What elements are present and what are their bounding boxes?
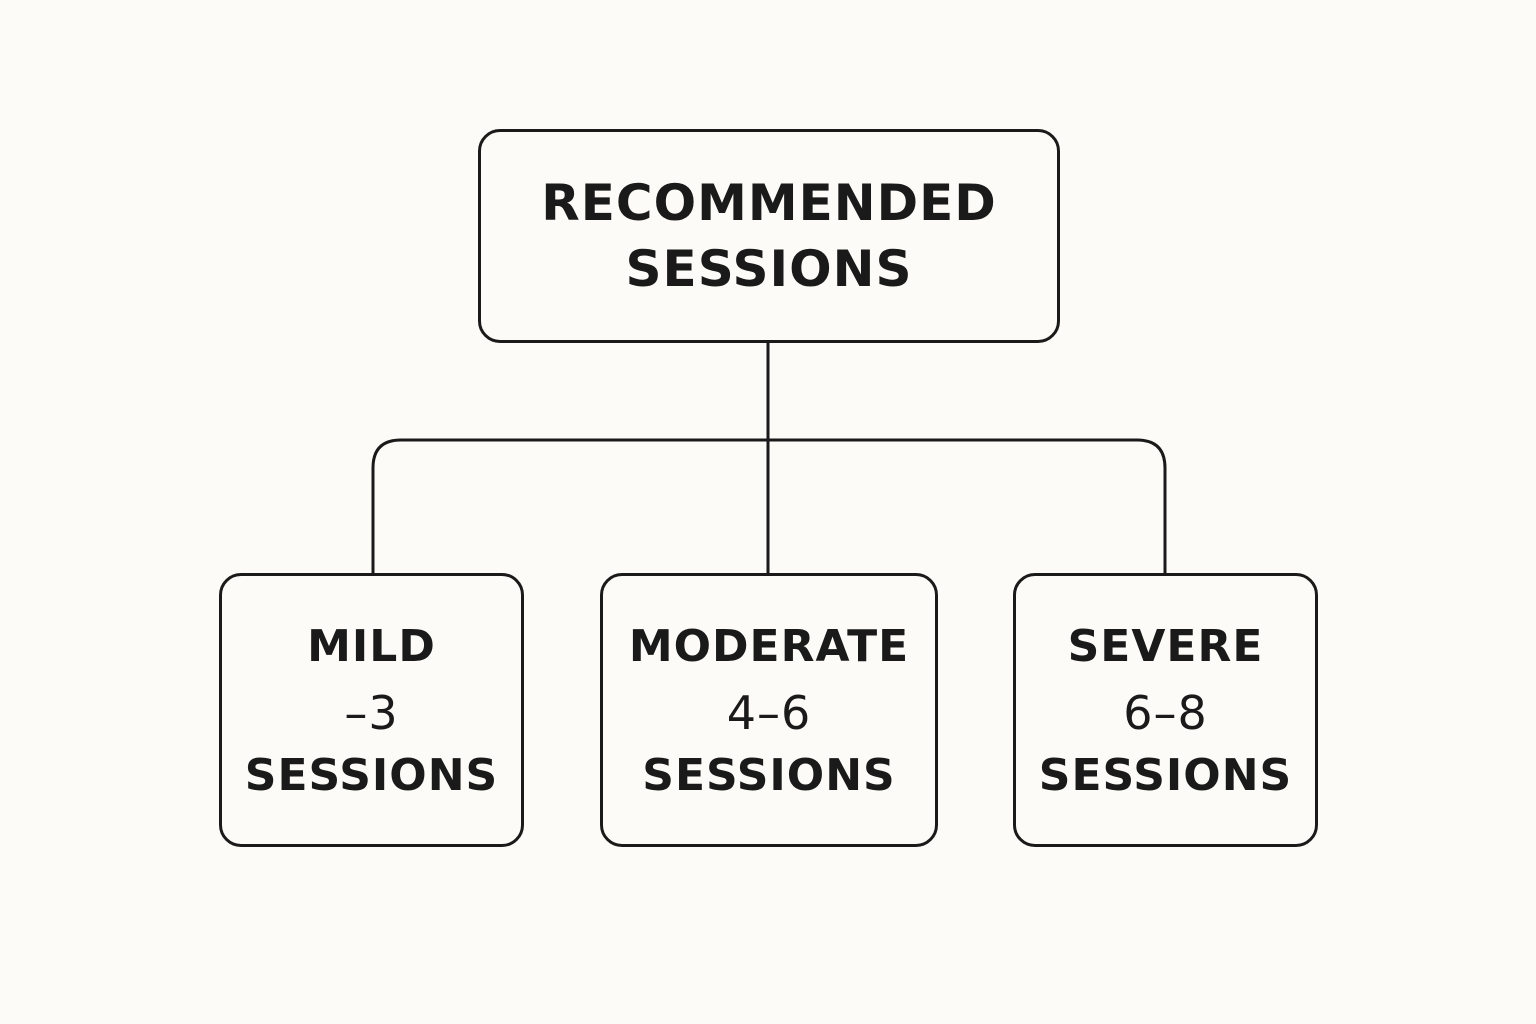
session-unit-label: SESSIONS	[1038, 750, 1293, 802]
root-title-line-1: RECOMMENDED	[541, 174, 997, 232]
session-unit-label: SESSIONS	[642, 750, 896, 802]
child-node-mild: MILD –3 SESSIONS	[219, 573, 524, 847]
session-unit-label: SESSIONS	[244, 750, 499, 802]
root-title-line-2: SESSIONS	[625, 240, 913, 298]
severity-level-label: SEVERE	[1067, 620, 1264, 672]
severity-level-label: MODERATE	[628, 620, 910, 672]
child-node-severe: SEVERE 6–8 SESSIONS	[1013, 573, 1318, 847]
child-node-moderate: MODERATE 4–6 SESSIONS	[600, 573, 938, 847]
connector-branch-bar	[371, 438, 1167, 573]
session-count-range: 4–6	[726, 686, 812, 741]
session-count-range: 6–8	[1123, 686, 1208, 741]
root-node-recommended-sessions: RECOMMENDED SESSIONS	[478, 129, 1060, 343]
session-count-range: –3	[344, 686, 399, 741]
severity-level-label: MILD	[307, 620, 436, 672]
